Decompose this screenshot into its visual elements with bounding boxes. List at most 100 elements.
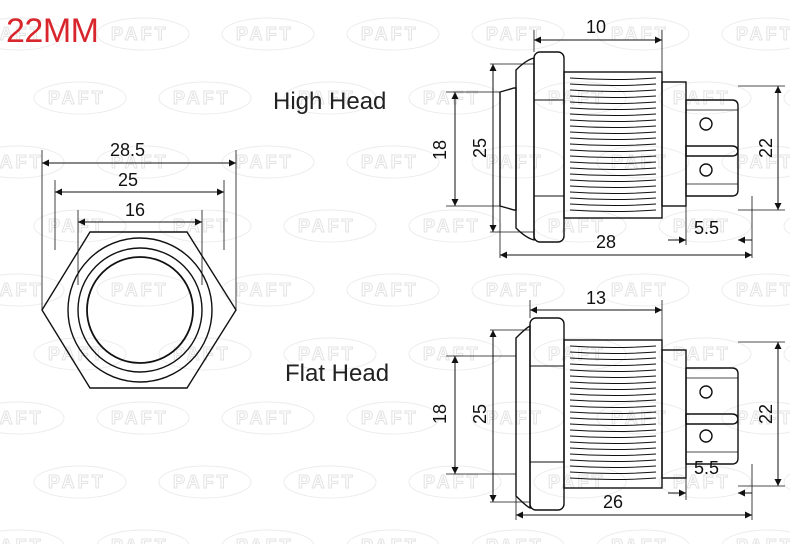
watermark-ellipse [33, 209, 127, 243]
watermark-text: PAFT [298, 88, 356, 108]
thread-line [569, 387, 657, 390]
watermark-text: PAFT [48, 344, 106, 364]
watermark-ellipse [346, 273, 440, 307]
watermark-text: PAFT [361, 536, 419, 544]
watermark-ellipse [0, 17, 65, 51]
thread-line [569, 363, 657, 366]
thread-line [569, 119, 657, 122]
watermark-ellipse [283, 337, 377, 371]
watermark-text: PAFT [298, 216, 356, 236]
thread-line [569, 405, 657, 408]
hh-dim-right: 22 [756, 138, 776, 158]
hex-nut-outline [41, 231, 237, 389]
watermark-ellipse [596, 273, 690, 307]
watermark-text: PAFT [361, 280, 419, 300]
thread-line [569, 375, 657, 378]
watermark-text: PAFT [673, 88, 731, 108]
bezel-ring [77, 247, 203, 373]
thread-line [569, 161, 657, 164]
watermark-text: PAFT [548, 472, 606, 492]
high-head-terminals [685, 99, 739, 197]
fh-dim-length: 26 [603, 492, 623, 512]
high-head-cap [499, 87, 517, 211]
watermark-ellipse [283, 81, 377, 115]
thread-line [569, 441, 657, 444]
flat-head-view [446, 300, 785, 520]
watermark-ellipse [721, 17, 790, 51]
thread-line [569, 137, 657, 140]
watermark-ellipse [346, 145, 440, 179]
thread-line [569, 435, 657, 438]
fh-dim-terminal: 5.5 [694, 458, 719, 478]
watermark-text: PAFT [673, 344, 731, 364]
watermark-ellipse [158, 81, 252, 115]
watermark-text: PAFT [423, 344, 481, 364]
thread-line [569, 83, 657, 86]
watermark-ellipse [283, 209, 377, 243]
watermark-ellipse [783, 345, 790, 363]
thread-line [569, 197, 657, 200]
thread-line [569, 411, 657, 414]
watermark-text: PAFT [361, 408, 419, 428]
watermark-text: PAFT [111, 408, 169, 428]
watermark-ellipse [221, 17, 315, 51]
label-flat-head: Flat Head [285, 360, 390, 387]
watermark-ellipse [346, 17, 440, 51]
watermark-text: PAFT [736, 536, 790, 544]
watermark-text: PAFT [0, 536, 44, 544]
watermark-text: PAFT [361, 152, 419, 172]
watermark-ellipse [658, 209, 752, 243]
watermark-ellipse [158, 465, 252, 499]
flat-head-terminals [685, 367, 739, 465]
flat-head-threads [569, 345, 657, 480]
watermark-ellipse [721, 145, 790, 179]
thread-line [569, 393, 657, 396]
thread-line [569, 101, 657, 104]
thread-line [569, 131, 657, 134]
watermark-text: PAFT [48, 88, 106, 108]
watermark-text: PAFT [111, 536, 169, 544]
thread-line [569, 417, 657, 420]
thread-line [569, 143, 657, 146]
thread-line [569, 459, 657, 462]
watermark-text: PAFT [673, 216, 731, 236]
front-dim-mid: 25 [118, 170, 138, 190]
watermark-ellipse [533, 465, 627, 499]
thread-line [569, 167, 657, 170]
thread-line [569, 125, 657, 128]
watermark-layer: PAFT PAFT PAFT PAFT PAFT PAFT PAFT PAFT PAFT PAFT… [0, 17, 790, 549]
thread-line [569, 113, 657, 116]
fh-dim-left-inner: 25 [470, 404, 490, 424]
thread-line [569, 399, 657, 402]
watermark-ellipse [221, 273, 315, 307]
thread-line [569, 107, 657, 110]
watermark-text: PAFT [611, 280, 669, 300]
thread-line [569, 345, 657, 348]
watermark-ellipse [658, 465, 752, 499]
watermark-text: PAFT [548, 216, 606, 236]
high-head-view [446, 30, 785, 259]
thread-line [569, 203, 657, 206]
watermark-text: PAFT [236, 280, 294, 300]
watermark-text: PAFT [486, 536, 544, 544]
fh-dim-top: 13 [586, 288, 606, 308]
thread-line [569, 369, 657, 372]
thread-line [569, 149, 657, 152]
watermark-text: PAFT [0, 152, 44, 172]
thread-line [569, 95, 657, 98]
hh-dim-left-outer: 18 [430, 140, 450, 160]
outer-bezel [67, 237, 213, 383]
thread-line [569, 179, 657, 182]
thread-line [569, 465, 657, 468]
high-head-nut [533, 51, 565, 243]
thread-line [569, 351, 657, 354]
watermark-ellipse [721, 273, 790, 307]
watermark-text: PAFT [423, 216, 481, 236]
thread-line [569, 429, 657, 432]
watermark-ellipse [96, 17, 190, 51]
thread-line [569, 77, 657, 80]
thread-line [569, 89, 657, 92]
watermark-ellipse [596, 145, 690, 179]
